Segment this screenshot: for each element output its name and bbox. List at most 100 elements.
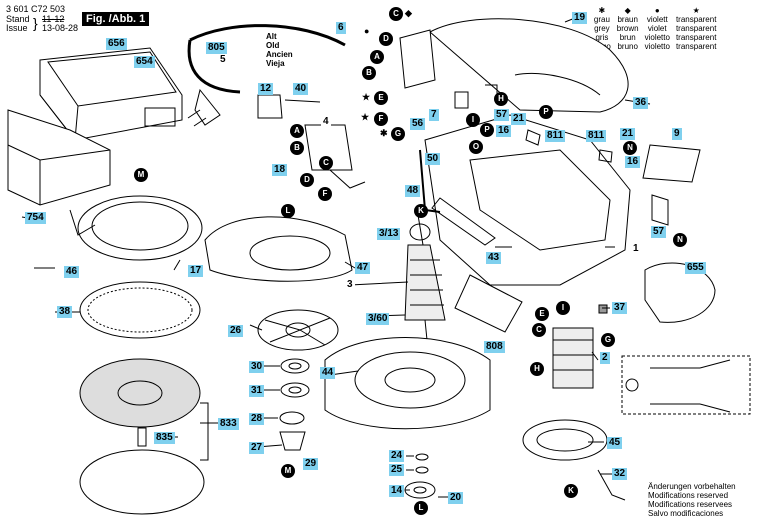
part-label-3: 3 xyxy=(345,279,355,291)
part-label-6: 6 xyxy=(336,22,346,34)
part-label-48: 48 xyxy=(405,185,421,197)
part-label-2: 2 xyxy=(600,352,610,364)
part-label-19: 19 xyxy=(572,12,588,24)
alt-label-en: Old xyxy=(266,41,280,50)
date-new: 13-08-28 xyxy=(42,23,79,33)
marker-g: G xyxy=(391,127,405,141)
legend-cell: transparent xyxy=(675,42,717,51)
marker-a-switch: A xyxy=(290,124,304,138)
part-label-754: 754 xyxy=(25,212,46,224)
part-label-17: 17 xyxy=(188,265,204,277)
note-de: Änderungen vorbehalten xyxy=(648,482,736,491)
part-label-654: 654 xyxy=(134,56,155,68)
asterisk-symbol: ✱ xyxy=(380,128,388,138)
legend-symbol-brown: ◆ xyxy=(624,6,631,15)
part-label-3-60: 3/60 xyxy=(366,313,390,325)
note-en: Modifications reserved xyxy=(648,491,729,500)
part-label-21b: 21 xyxy=(620,128,636,140)
alt-labels: Alt Old Ancien Vieja xyxy=(266,32,293,68)
part-label-20: 20 xyxy=(448,492,464,504)
star-symbol: ★ xyxy=(361,112,370,122)
part-label-18: 18 xyxy=(272,164,288,176)
legend-cell: braun xyxy=(617,15,638,24)
marker-i: I xyxy=(466,113,480,127)
stand-label: Stand xyxy=(6,14,30,24)
part-label-50: 50 xyxy=(425,153,441,165)
part-label-16b: 16 xyxy=(625,156,641,168)
modification-notes: Änderungen vorbehalten Modifications res… xyxy=(648,482,736,518)
part-label-37: 37 xyxy=(612,302,628,314)
part-label-43: 43 xyxy=(486,252,502,264)
part-label-805: 805 xyxy=(206,42,227,54)
part-label-808: 808 xyxy=(484,341,505,353)
note-es: Salvo modificaciones xyxy=(648,509,724,518)
legend-cell: bruno xyxy=(617,42,638,51)
part-label-835: 835 xyxy=(154,432,175,444)
part-label-811a: 811 xyxy=(545,130,566,142)
part-label-811b: 811 xyxy=(586,130,607,142)
alt-label-de: Alt xyxy=(266,32,277,41)
marker-f: F xyxy=(374,112,388,126)
diamond-symbol: ◆ xyxy=(405,8,412,18)
marker-e: E xyxy=(374,91,388,105)
part-label-57a: 57 xyxy=(494,109,510,121)
part-label-4: 4 xyxy=(321,116,331,128)
part-label-26: 26 xyxy=(228,325,244,337)
legend-cell: violet xyxy=(647,24,667,33)
marker-o: O xyxy=(469,140,483,154)
part-label-1: 1 xyxy=(631,243,641,255)
marker-h-stator: H xyxy=(530,362,544,376)
marker-n-bottom: N xyxy=(673,233,687,247)
issue-label: Issue xyxy=(6,23,28,33)
part-label-30: 30 xyxy=(249,361,265,373)
part-label-14: 14 xyxy=(389,485,405,497)
part-label-29: 29 xyxy=(303,458,319,470)
marker-p: P xyxy=(539,105,553,119)
part-label-9: 9 xyxy=(672,128,682,140)
part-label-40: 40 xyxy=(293,83,309,95)
marker-d-switch: D xyxy=(300,173,314,187)
part-label-3-13: 3/13 xyxy=(377,228,401,240)
legend-cell: brown xyxy=(616,24,639,33)
alt-label-es: Vieja xyxy=(266,59,285,68)
legend-symbol-grey: ✱ xyxy=(598,6,606,15)
marker-b: B xyxy=(362,66,376,80)
legend-cell: transparent xyxy=(675,24,717,33)
legend-symbol-transparent: ★ xyxy=(692,6,700,15)
marker-g-stator: G xyxy=(601,333,615,347)
marker-f-switch: F xyxy=(318,187,332,201)
legend-cell: violetto xyxy=(644,33,670,42)
marker-b-switch: B xyxy=(290,141,304,155)
part-label-57b: 57 xyxy=(651,226,667,238)
legend-symbol-violet: ● xyxy=(654,6,660,15)
dot-symbol: ● xyxy=(364,26,370,36)
marker-m-bottom: M xyxy=(281,464,295,478)
part-label-32: 32 xyxy=(612,468,628,480)
legend-cell: brun xyxy=(619,33,636,42)
part-label-5: 5 xyxy=(218,54,228,66)
legend-cell: grau xyxy=(593,15,610,24)
part-label-31: 31 xyxy=(249,385,265,397)
marker-c-stator: C xyxy=(532,323,546,337)
marker-l-bottom: L xyxy=(414,501,428,515)
part-label-21a: 21 xyxy=(511,113,527,125)
doc-number: 3 601 C72 503 xyxy=(6,4,66,14)
part-label-46: 46 xyxy=(64,266,80,278)
note-fr: Modifications reservees xyxy=(648,500,733,509)
part-label-656: 656 xyxy=(106,38,127,50)
star-symbol: ★ xyxy=(362,92,371,102)
part-label-56: 56 xyxy=(410,118,426,130)
legend-cell: violetto xyxy=(644,42,670,51)
part-label-833: 833 xyxy=(218,418,239,430)
marker-k: K xyxy=(414,204,428,218)
marker-e-stator: E xyxy=(535,307,549,321)
part-label-36: 36 xyxy=(633,97,649,109)
part-label-38: 38 xyxy=(57,306,73,318)
part-label-25: 25 xyxy=(389,464,405,476)
part-label-27: 27 xyxy=(249,442,265,454)
marker-d: D xyxy=(379,32,393,46)
part-label-47: 47 xyxy=(355,262,371,274)
marker-p-left: P xyxy=(480,123,494,137)
part-label-16a: 16 xyxy=(496,125,512,137)
